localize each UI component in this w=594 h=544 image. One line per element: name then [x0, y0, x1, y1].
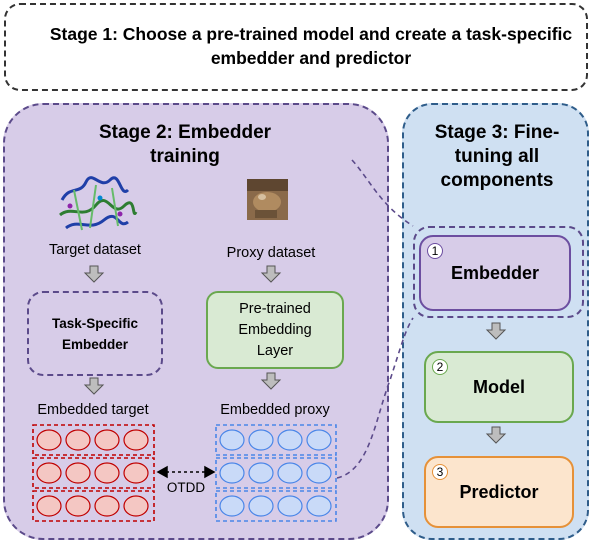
stage2-title: Stage 2: Embedder training [98, 122, 272, 167]
arrow-down-icon [485, 426, 507, 444]
proxy-dataset-label: Proxy dataset [226, 245, 316, 261]
component-number-3: 3 [432, 464, 448, 480]
pretrained-embedding-layer-label: Pre-trained Embedding Layer [238, 300, 312, 359]
otdd-double-arrow [156, 465, 216, 479]
embedded-proxy-label: Embedded proxy [220, 402, 330, 418]
embedder-highlight-frame [413, 226, 584, 318]
arrow-down-icon [83, 265, 105, 283]
protein-structure-image [59, 176, 138, 231]
model-label: Model [473, 376, 525, 397]
predictor-component: 3 Predictor [424, 456, 574, 528]
proxy-frog-image [247, 179, 288, 220]
arrow-down-icon [260, 372, 282, 390]
target-dataset-label: Target dataset [49, 242, 141, 258]
arrow-down-icon [83, 377, 105, 395]
stage1-title: Stage 1: Choose a pre-trained model and … [49, 24, 573, 68]
otdd-label: OTDD [166, 480, 206, 495]
pretrained-embedding-layer-box: Pre-trained Embedding Layer [206, 291, 344, 369]
model-component: 2 Model [424, 351, 574, 423]
task-specific-embedder-box: Task-Specific Embedder [27, 291, 163, 376]
embedded-target-label: Embedded target [37, 402, 149, 418]
arrow-down-icon [260, 265, 282, 283]
predictor-label: Predictor [459, 481, 539, 502]
connector-line [336, 317, 414, 479]
stage1-panel: Stage 1: Choose a pre-trained model and … [4, 3, 588, 91]
embedded-proxy-matrix [215, 424, 337, 522]
embedded-target-matrix [32, 424, 155, 522]
embedder-label: Embedder [450, 262, 540, 283]
task-specific-embedder-label: Task-Specific Embedder [51, 315, 139, 352]
embedder-component: 1 Embedder [419, 235, 571, 311]
component-number-1: 1 [427, 243, 443, 259]
stage3-title: Stage 3: Fine-tuning all components [434, 122, 560, 191]
arrow-down-icon [485, 322, 507, 340]
connector-line [351, 159, 414, 227]
component-number-2: 2 [432, 359, 448, 375]
